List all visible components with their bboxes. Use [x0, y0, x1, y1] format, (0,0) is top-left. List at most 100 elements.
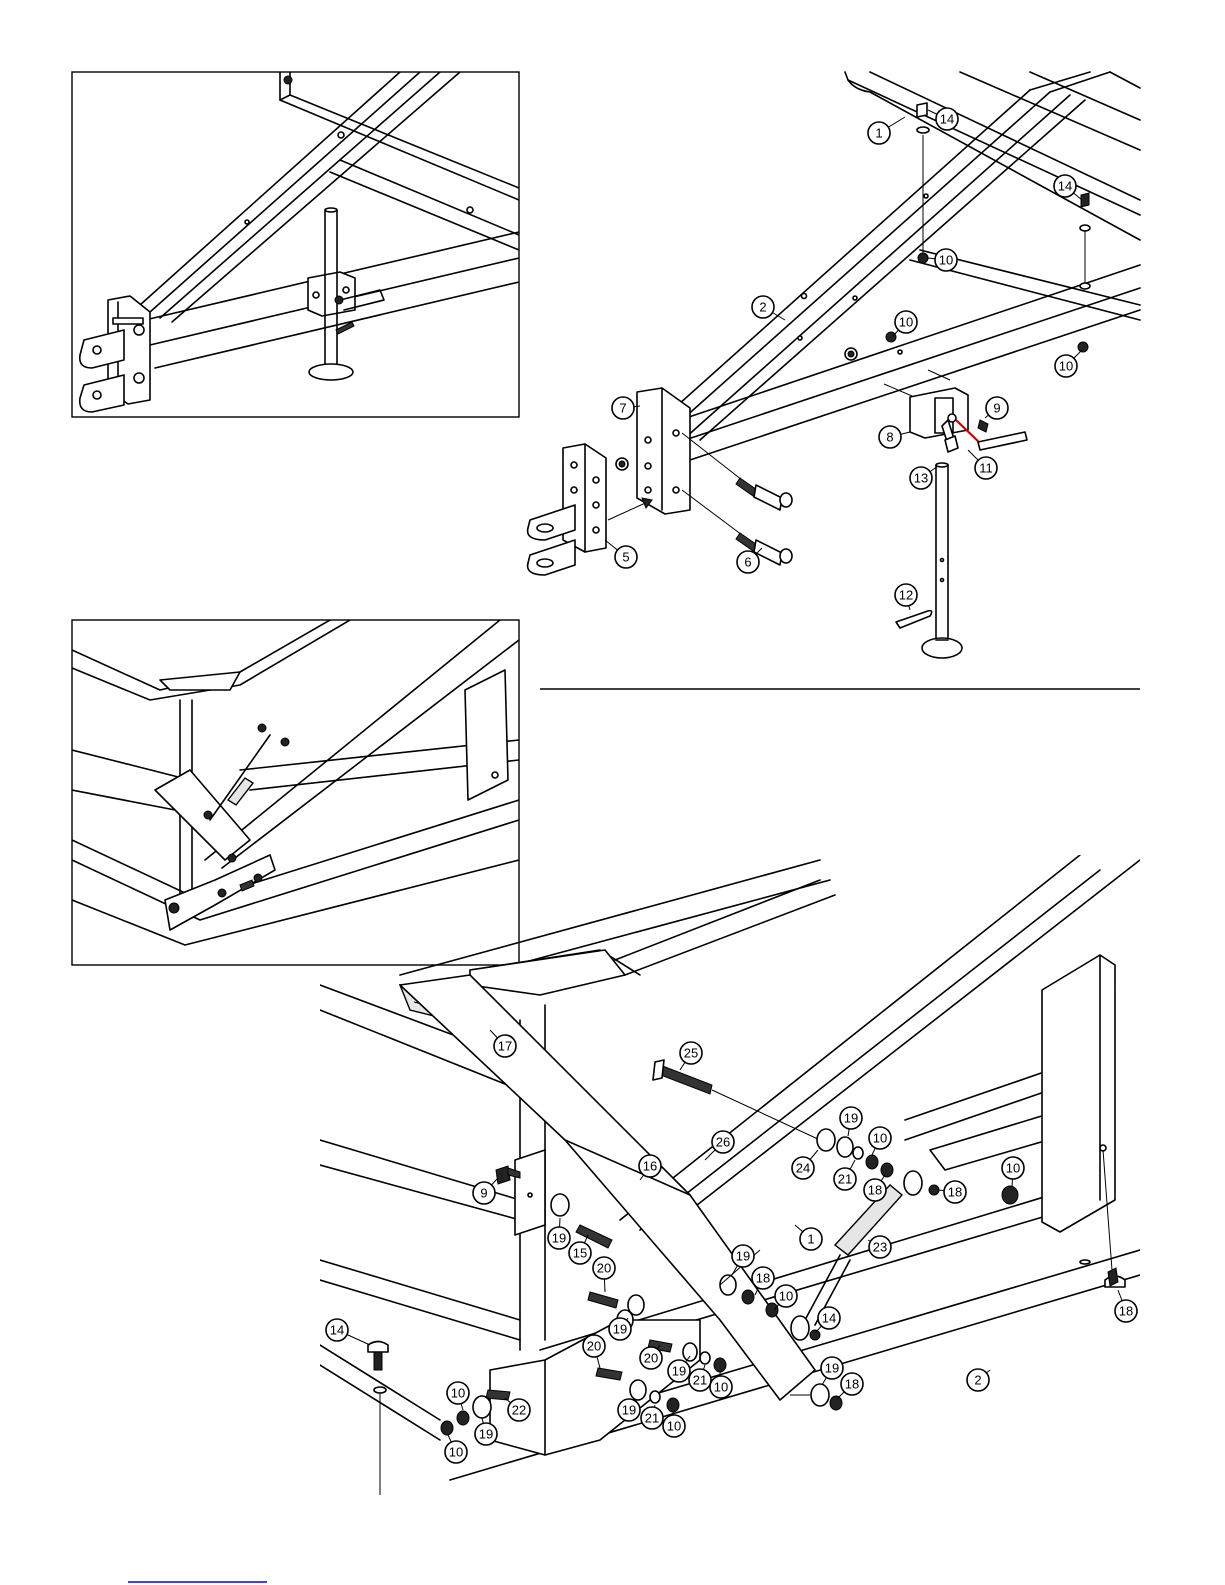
callout-7: 7 — [612, 397, 640, 419]
callout-number: 10 — [873, 1131, 887, 1146]
callout-number: 21 — [693, 1373, 707, 1388]
callout-10: 10 — [869, 1127, 891, 1155]
callout-19: 19 — [548, 1218, 570, 1249]
callout-number: 14 — [940, 112, 954, 127]
callout-10: 10 — [1055, 350, 1082, 377]
callout-10: 10 — [774, 1285, 797, 1310]
callout-number: 26 — [716, 1135, 730, 1150]
callout-18: 18 — [938, 1181, 966, 1203]
callout-number: 18 — [1119, 1304, 1133, 1319]
callout-number: 21 — [838, 1172, 852, 1187]
callout-number: 18 — [845, 1377, 859, 1392]
callout-number: 13 — [914, 471, 928, 486]
callout-number: 2 — [974, 1373, 981, 1388]
callout-15: 15 — [569, 1235, 591, 1264]
callout-number: 21 — [645, 1411, 659, 1426]
callouts-top: 1 14 14 10 2 10 10 7 9 8 11 13 5 6 12 — [605, 108, 1082, 610]
callout-19: 19 — [618, 1399, 640, 1421]
callout-number: 16 — [643, 1159, 657, 1174]
callout-20: 20 — [593, 1257, 615, 1292]
callout-14: 14 — [326, 1319, 370, 1345]
callout-number: 10 — [667, 1419, 681, 1434]
inset-assembled-hitch — [72, 72, 519, 417]
callout-number: 18 — [948, 1185, 962, 1200]
callout-number: 14 — [1058, 179, 1072, 194]
callout-number: 18 — [756, 1271, 770, 1286]
callout-13: 13 — [910, 466, 938, 489]
callout-number: 14 — [330, 1323, 344, 1338]
callout-number: 8 — [886, 430, 893, 445]
callout-21: 21 — [689, 1365, 711, 1391]
callout-number: 19 — [736, 1249, 750, 1264]
callout-6: 6 — [737, 548, 762, 573]
callout-number: 19 — [825, 1361, 839, 1376]
callout-number: 25 — [684, 1046, 698, 1061]
callout-10: 10 — [447, 1382, 469, 1410]
callout-number: 10 — [1059, 359, 1073, 374]
callout-9: 9 — [473, 1178, 498, 1204]
callout-number: 5 — [622, 550, 629, 565]
callout-number: 7 — [619, 401, 626, 416]
callout-26: 26 — [705, 1131, 734, 1160]
callout-number: 11 — [979, 461, 993, 476]
callout-number: 19 — [622, 1403, 636, 1418]
callout-10: 10 — [893, 311, 917, 336]
callout-number: 19 — [844, 1111, 858, 1126]
callout-number: 12 — [899, 588, 913, 603]
callout-19: 19 — [821, 1357, 843, 1385]
callout-number: 10 — [714, 1380, 728, 1395]
callout-18: 18 — [1115, 1290, 1137, 1322]
callout-number: 14 — [822, 1311, 836, 1326]
callout-23: 23 — [868, 1236, 891, 1258]
callout-number: 10 — [939, 253, 953, 268]
callout-9: 9 — [985, 397, 1008, 419]
callout-number: 2 — [759, 300, 766, 315]
callout-1: 1 — [868, 117, 905, 144]
callout-number: 1 — [807, 1232, 814, 1247]
callout-number: 6 — [744, 555, 751, 570]
callout-1: 1 — [795, 1225, 822, 1250]
callout-number: 10 — [899, 315, 913, 330]
callout-18: 18 — [864, 1175, 886, 1201]
callout-number: 10 — [449, 1445, 463, 1460]
callout-number: 20 — [587, 1339, 601, 1354]
callout-2: 2 — [967, 1369, 990, 1391]
exploded-view-hitch-jack — [528, 72, 1140, 658]
callout-number: 22 — [512, 1403, 526, 1418]
callouts-bottom: 17 25 19 10 26 24 21 16 18 18 10 9 19 1 15 23 19 20 18 10 14… — [326, 1030, 1137, 1463]
callout-21: 21 — [641, 1405, 663, 1429]
callout-number: 9 — [480, 1186, 487, 1201]
callout-11: 11 — [968, 450, 997, 479]
callout-number: 19 — [672, 1364, 686, 1379]
callout-number: 19 — [552, 1231, 566, 1246]
callout-number: 10 — [779, 1289, 793, 1304]
callout-number: 20 — [644, 1351, 658, 1366]
callout-number: 23 — [873, 1240, 887, 1255]
callout-number: 24 — [796, 1161, 810, 1176]
callout-2: 2 — [752, 296, 785, 320]
callout-8: 8 — [879, 426, 910, 448]
callout-number: 10 — [451, 1386, 465, 1401]
callout-number: 19 — [613, 1322, 627, 1337]
callout-number: 15 — [573, 1246, 587, 1261]
inset-assembled-strut — [72, 620, 519, 965]
callout-number: 20 — [597, 1261, 611, 1276]
callout-number: 9 — [993, 401, 1000, 416]
callout-21: 21 — [834, 1160, 856, 1190]
callout-number: 10 — [1006, 1161, 1020, 1176]
callout-18: 18 — [838, 1373, 863, 1398]
callout-12: 12 — [895, 584, 917, 610]
callout-number: 19 — [479, 1427, 493, 1442]
callout-25: 25 — [680, 1042, 702, 1070]
callout-10: 10 — [1002, 1157, 1024, 1188]
callout-10: 10 — [445, 1435, 467, 1463]
callout-14: 14 — [1054, 175, 1082, 200]
callout-number: 17 — [498, 1039, 512, 1054]
callout-number: 1 — [875, 126, 882, 141]
callout-24: 24 — [792, 1150, 818, 1179]
callout-number: 18 — [868, 1183, 882, 1198]
callout-5: 5 — [605, 540, 637, 568]
callout-19: 19 — [609, 1318, 631, 1340]
callout-14: 14 — [815, 1307, 840, 1333]
